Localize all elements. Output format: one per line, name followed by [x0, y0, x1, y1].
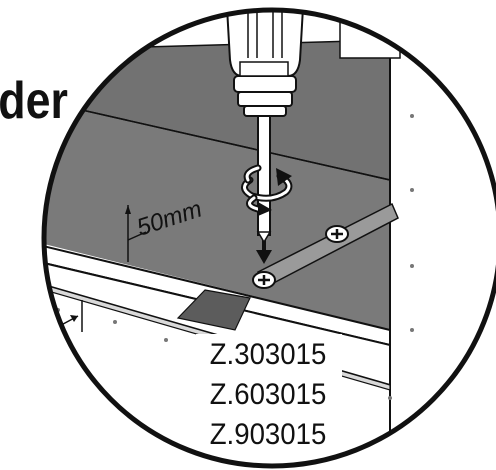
product-code-1: Z.303015	[210, 338, 327, 371]
dimension-marker	[125, 205, 147, 262]
wall-fastener-dots	[388, 114, 414, 400]
small-arrow-head	[70, 315, 78, 322]
product-code-box	[196, 334, 342, 460]
heading-fragment: der	[0, 72, 68, 130]
gap-strip	[176, 289, 251, 331]
down-arrow-icon	[256, 238, 272, 264]
magnifier-circle	[41, 7, 496, 469]
screw-icon	[325, 225, 349, 243]
product-code-3: Z.903015	[210, 418, 327, 451]
product-code-2: Z.603015	[210, 378, 327, 411]
rotation-arrow-icon	[241, 164, 293, 216]
screw-icon	[252, 271, 276, 289]
